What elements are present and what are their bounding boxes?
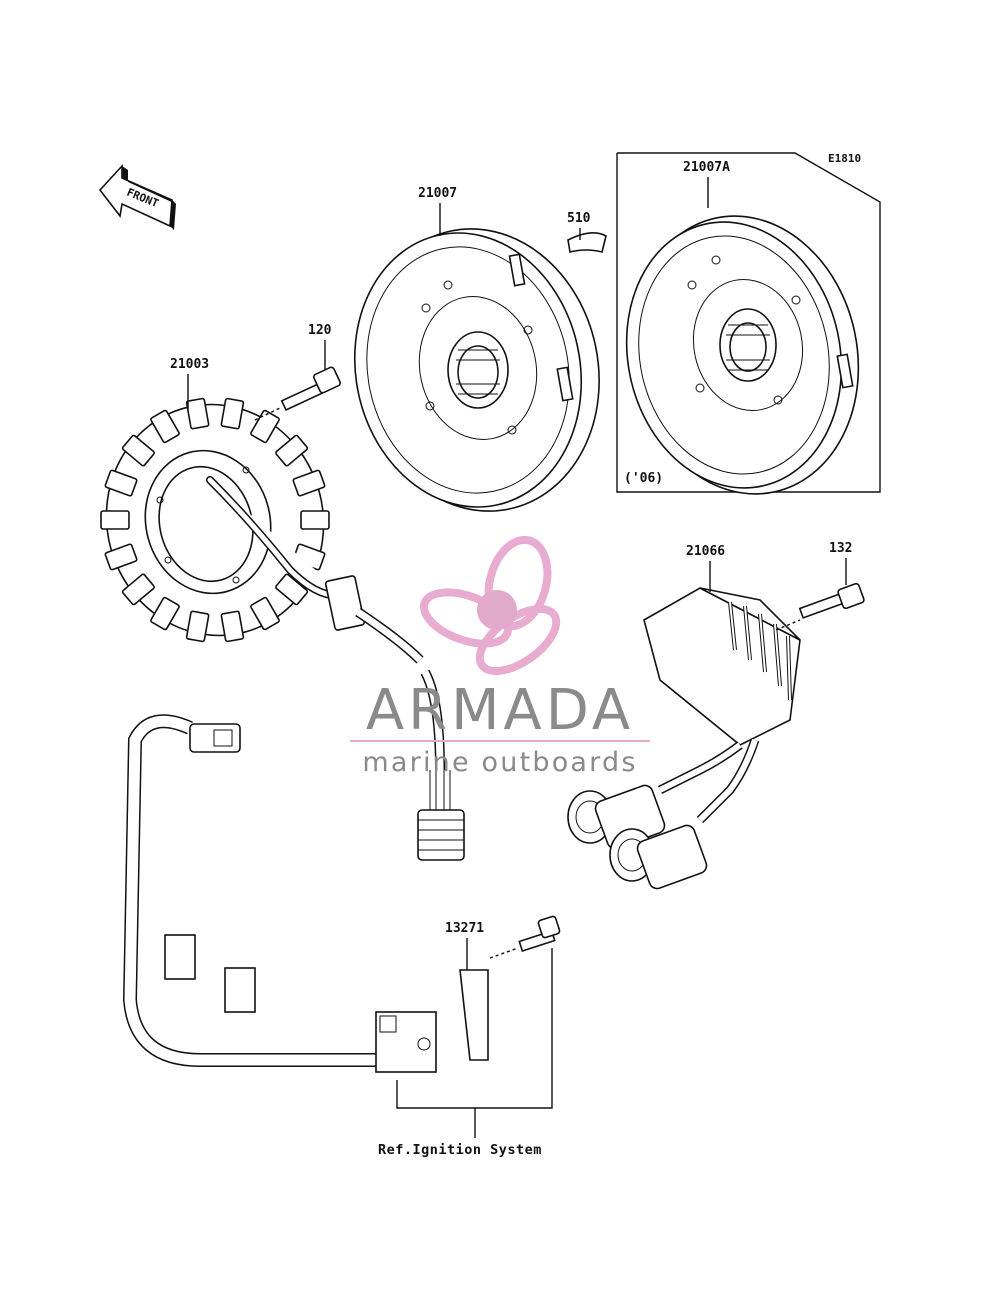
label-stator: 21003 (170, 357, 209, 372)
label-regulator: 21066 (686, 544, 725, 559)
stator-tooth (220, 610, 245, 643)
flywheel (353, 228, 600, 512)
stator-tooth (121, 434, 155, 467)
brand-name: ARMADA (366, 678, 634, 743)
stator-tooth (185, 397, 210, 430)
stator-tooth (150, 409, 180, 444)
stator-tooth (275, 573, 309, 606)
stator-tooth (300, 510, 330, 530)
stator (100, 397, 330, 643)
stator-tooth (250, 409, 280, 444)
stator-tooth (104, 469, 138, 497)
label-bolt-stator: 120 (308, 323, 332, 338)
stator-tooth (185, 610, 210, 643)
reference-bracket (396, 948, 553, 1138)
stator-tooth (292, 469, 326, 497)
reference-note: Ref.Ignition System (378, 1142, 542, 1158)
brand-tagline: marine outboards (362, 747, 637, 778)
label-bolt-regulator: 132 (829, 541, 852, 556)
diagram-code: E1810 (828, 152, 861, 165)
stator-tooth (104, 543, 138, 571)
regulator (567, 587, 801, 890)
bolt-regulator (775, 582, 865, 631)
bolt-pickup (489, 915, 561, 959)
label-flywheel-alt: 21007A (683, 160, 730, 175)
stator-tooth (250, 596, 280, 631)
stator-tooth (150, 596, 180, 631)
label-flywheel: 21007 (418, 186, 457, 201)
front-arrow-icon: FRONT (98, 163, 176, 230)
label-woodruff-key: 510 (567, 211, 591, 226)
bolt-stator (254, 366, 342, 421)
variant-note: ('06) (624, 471, 663, 486)
armada-logo-icon (419, 535, 561, 676)
stator-tooth (275, 434, 309, 467)
pickup-harness (122, 714, 489, 1073)
stator-tooth (220, 397, 245, 430)
stator-tooth (121, 573, 155, 606)
variant-box: ('06) (616, 152, 881, 493)
label-bolt-pickup: 13271 (445, 921, 484, 936)
stator-tooth (100, 510, 130, 530)
stator-harness (206, 476, 465, 861)
woodruff-key (567, 232, 607, 253)
flywheel-alt (625, 215, 860, 495)
